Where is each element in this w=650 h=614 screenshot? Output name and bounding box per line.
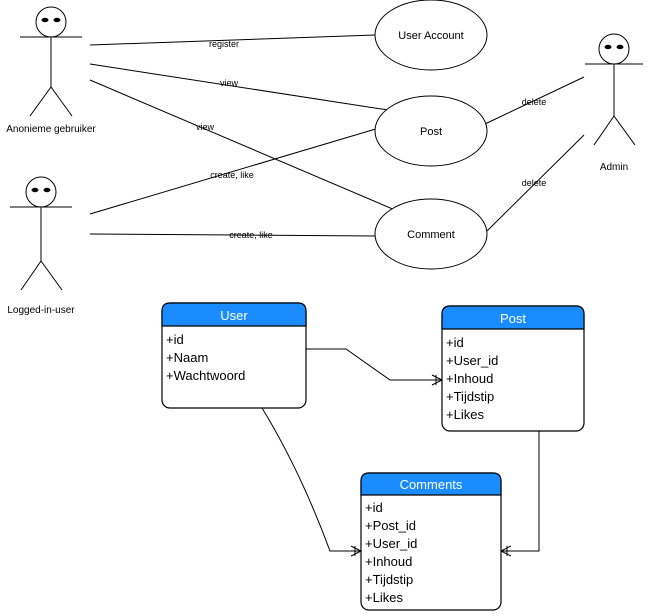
- actor-logged-in-user: Logged-in-user: [7, 176, 75, 316]
- entity-title: User: [220, 308, 248, 323]
- crowfoot: [500, 550, 512, 557]
- entity-comments: Comments +id +Post_id +User_id +Inhoud +…: [360, 472, 502, 611]
- actor-leg-left: [20, 260, 42, 291]
- usecase-ellipse: [374, 198, 488, 270]
- entity-attribute: +Likes: [446, 407, 484, 422]
- edge-label-admin-comment: delete: [522, 178, 547, 188]
- actor-eye-left: [31, 187, 39, 193]
- edge-anon-register: [89, 34, 376, 46]
- actor-leg-right: [50, 86, 73, 117]
- usecase-label: User Account: [398, 30, 463, 42]
- usecase-edges: register view view create, like create, …: [89, 34, 585, 240]
- entity-header: [161, 302, 307, 327]
- relation-user-post: [306, 348, 442, 381]
- usecase-label: Post: [420, 126, 442, 138]
- usecase-label: Comment: [407, 229, 455, 241]
- entity-title: Comments: [400, 477, 463, 492]
- entity-user: User +id +Naam +Wachtwoord: [161, 302, 307, 409]
- edge-anon-view-comment: [89, 79, 396, 211]
- edge-admin-comment: [486, 134, 585, 232]
- entity-attribute: +Inhoud: [365, 554, 412, 569]
- entity-attribute: +Naam: [166, 350, 208, 365]
- entity-attribute: +id: [365, 500, 383, 515]
- usecase-ellipse: [374, 95, 488, 167]
- actor-eye-left: [41, 17, 49, 23]
- edge-label-logged-post: create, like: [210, 170, 254, 180]
- usecase-comment: Comment: [374, 198, 488, 270]
- actor-label: Anonieme gebruiker: [6, 124, 96, 135]
- entity-header: [360, 472, 502, 496]
- edge-label-view-comment: view: [196, 122, 215, 132]
- edge-logged-post: [89, 127, 380, 215]
- actor-leg-left: [29, 86, 52, 117]
- crowfoot: [500, 545, 512, 552]
- relation-user-comments: [261, 407, 361, 552]
- edge-anon-view-post: [89, 63, 389, 111]
- usecase-ellipse: [374, 0, 488, 71]
- entity-attribute: +Tijdstip: [446, 389, 494, 404]
- entity-title: Post: [500, 311, 526, 326]
- relation-post-comments: [501, 431, 540, 552]
- actor-label: Logged-in-user: [7, 305, 75, 316]
- actor-anonieme-gebruiker: Anonieme gebruiker: [6, 6, 96, 135]
- usecase-user-account: User Account: [374, 0, 488, 71]
- crowfoot: [431, 379, 443, 386]
- entity-attribute: +Tijdstip: [365, 572, 413, 587]
- actor-eye-right: [53, 17, 61, 23]
- crowfoot: [350, 545, 362, 552]
- entity-attribute: +Likes: [365, 590, 403, 605]
- edge-label-view-post: view: [220, 78, 239, 88]
- edge-label-register: register: [209, 39, 239, 49]
- actor-eye-right: [43, 187, 51, 193]
- entity-attribute: +User_id: [446, 353, 498, 368]
- edge-logged-comment: [89, 233, 376, 237]
- edge-label-logged-comment: create, like: [229, 230, 273, 240]
- entity-attribute: +Inhoud: [446, 371, 493, 386]
- entity-attribute: +Post_id: [365, 518, 416, 533]
- crowfoot: [431, 374, 443, 381]
- actor-head: [25, 176, 57, 208]
- usecase-post: Post: [374, 95, 488, 167]
- actor-leg-right: [613, 115, 636, 146]
- actor-leg-left: [593, 115, 615, 146]
- actor-eye-left: [604, 44, 612, 50]
- edge-label-admin-post: delete: [522, 97, 547, 107]
- actor-admin: Admin: [585, 33, 643, 173]
- actor-head: [35, 6, 67, 38]
- entity-post: Post +id +User_id +Inhoud +Tijdstip +Lik…: [441, 305, 585, 432]
- actor-leg-right: [40, 260, 63, 291]
- entity-attribute: +User_id: [365, 536, 417, 551]
- entity-attribute: +id: [166, 332, 184, 347]
- entity-header: [441, 305, 585, 330]
- actor-head: [598, 33, 630, 65]
- entity-attribute: +Wachtwoord: [166, 368, 245, 383]
- edge-admin-post: [484, 76, 585, 125]
- actor-eye-right: [616, 44, 624, 50]
- actor-label: Admin: [600, 162, 628, 173]
- er-relations: [261, 348, 540, 557]
- entity-attribute: +id: [446, 335, 464, 350]
- crowfoot: [350, 550, 362, 557]
